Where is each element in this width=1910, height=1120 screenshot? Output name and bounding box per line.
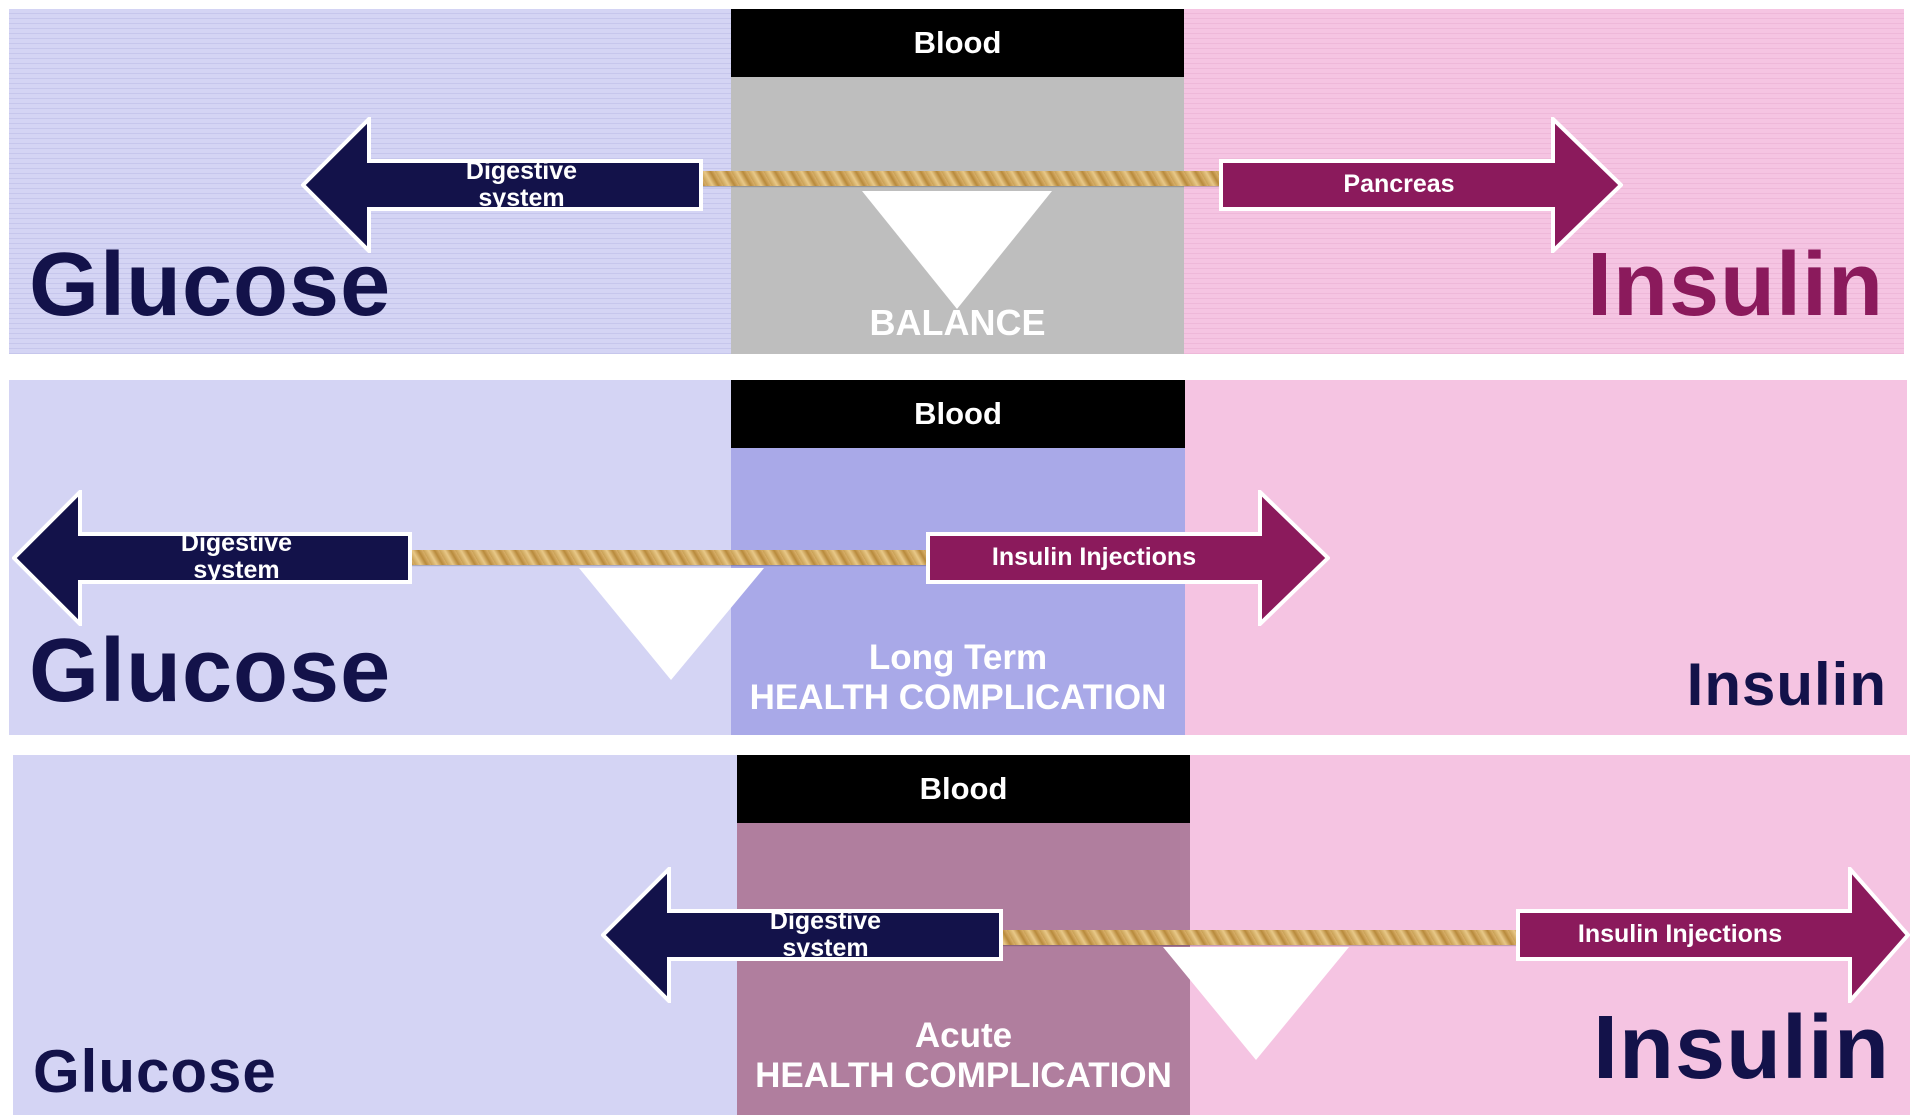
insulin-label: Insulin [1593, 998, 1890, 1098]
insulin-injections-arrow [926, 490, 1330, 626]
insulin-injections-arrow-label: Insulin Injections [1577, 920, 1783, 949]
panel-acute: Blood Acute HEALTH COMPLICATION Digestiv… [13, 755, 1910, 1115]
glucose-label: Glucose [29, 621, 392, 721]
digestive-arrow-label: Digestive system [180, 528, 293, 584]
status-line: BALANCE [869, 302, 1046, 343]
status-line: HEALTH COMPLICATION [755, 1056, 1172, 1096]
tilted-rope [983, 930, 1533, 945]
fulcrum-triangle [579, 568, 764, 680]
pancreas-arrow [1219, 117, 1623, 253]
status-balance: BALANCE [731, 302, 1184, 343]
digestive-arrow [601, 867, 1003, 1003]
digestive-arrow-label: Digestive system [769, 906, 882, 962]
balance-rope [691, 171, 1231, 186]
tilted-rope [399, 550, 959, 565]
insulin-injections-arrow [1516, 867, 1910, 1003]
glucose-label: Glucose [29, 235, 392, 335]
status-line: Long Term [868, 638, 1048, 677]
status-line: Acute [914, 1016, 1013, 1055]
blood-header: Blood [737, 755, 1190, 823]
blood-header: Blood [731, 9, 1184, 77]
insulin-label: Insulin [1587, 235, 1884, 335]
digestive-arrow [301, 117, 703, 253]
digestive-arrow [12, 490, 412, 626]
insulin-injections-arrow-label: Insulin Injections [991, 543, 1197, 572]
blood-body: Acute HEALTH COMPLICATION [737, 823, 1190, 1115]
blood-header: Blood [731, 380, 1185, 448]
digestive-arrow-label: Digestive system [465, 156, 578, 212]
panel-balance: Blood BALANCE Digestive system Pancreas … [9, 9, 1904, 354]
panel-long-term: Blood Long Term HEALTH COMPLICATION Dige… [9, 380, 1907, 735]
status-line: HEALTH COMPLICATION [749, 678, 1167, 718]
insulin-label: Insulin [1686, 651, 1887, 718]
status-acute: Acute HEALTH COMPLICATION [737, 1016, 1190, 1097]
fulcrum-triangle [1163, 947, 1349, 1060]
pancreas-arrow-label: Pancreas [1343, 170, 1455, 199]
blood-body: Long Term HEALTH COMPLICATION [731, 448, 1185, 735]
glucose-label: Glucose [33, 1038, 277, 1105]
fulcrum-triangle [862, 191, 1052, 309]
status-long-term: Long Term HEALTH COMPLICATION [731, 638, 1185, 719]
